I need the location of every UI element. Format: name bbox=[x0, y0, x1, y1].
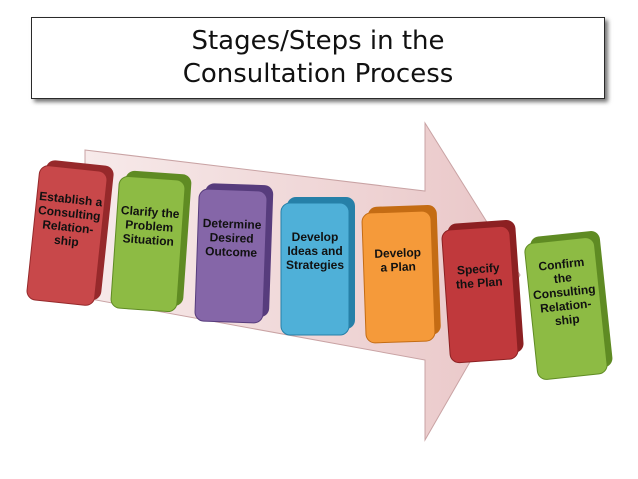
step-label-5: Developa Plan bbox=[374, 245, 422, 275]
step-label-2: Clarify theProblemSituation bbox=[119, 203, 181, 249]
step-label-line: the bbox=[553, 270, 573, 286]
title-line-2: Consultation Process bbox=[182, 59, 454, 89]
step-label-6: Specifythe Plan bbox=[454, 260, 503, 291]
step-label-line: a Plan bbox=[380, 259, 416, 274]
step-label-1: Establish aConsultingRelation-ship bbox=[34, 189, 103, 251]
step-label-line: Relation- bbox=[539, 296, 592, 315]
step-label-line: Develop bbox=[292, 230, 339, 244]
step-card-face bbox=[441, 225, 519, 364]
step-label-line: Outcome bbox=[205, 244, 258, 260]
step-label-line: Desired bbox=[209, 230, 253, 246]
step-label-line: Problem bbox=[125, 217, 174, 234]
step-label-7: ConfirmtheConsultingRelation-ship bbox=[529, 254, 599, 330]
step-label-line: ship bbox=[554, 312, 580, 329]
step-label-line: Clarify the bbox=[120, 203, 180, 221]
step-card-face bbox=[361, 210, 436, 344]
step-label-line: Specify bbox=[456, 261, 500, 278]
step-label-line: Establish a bbox=[39, 189, 104, 210]
step-label-3: DetermineDesiredOutcome bbox=[202, 216, 262, 260]
step-card-3: DetermineDesiredOutcome bbox=[194, 183, 274, 324]
step-card-face bbox=[524, 237, 608, 380]
title-box: Stages/Steps in the Consultation Process bbox=[31, 17, 605, 99]
step-label-line: Situation bbox=[122, 231, 174, 249]
step-card-7: ConfirmtheConsultingRelation-ship bbox=[524, 231, 613, 380]
title-line-1: Stages/Steps in the bbox=[191, 26, 445, 56]
step-card-1: Establish aConsultingRelation-ship bbox=[26, 160, 114, 306]
step-card-2: Clarify theProblemSituation bbox=[110, 170, 192, 313]
step-label-line: Strategies bbox=[286, 258, 344, 272]
step-label-line: ship bbox=[53, 233, 79, 250]
step-card-face bbox=[110, 175, 186, 313]
step-card-5: Developa Plan bbox=[361, 204, 441, 344]
step-label-line: Consulting bbox=[37, 203, 101, 223]
step-card-face bbox=[194, 188, 268, 324]
step-label-line: Ideas and bbox=[287, 244, 342, 258]
step-label-line: the Plan bbox=[455, 274, 503, 291]
step-card-face bbox=[280, 202, 350, 336]
step-label-line: Develop bbox=[374, 245, 421, 261]
step-label-line: Confirm bbox=[538, 255, 585, 274]
step-label-line: Relation- bbox=[42, 217, 95, 236]
steps-layer: Establish aConsultingRelation-shipClarif… bbox=[26, 160, 613, 380]
step-card-face bbox=[26, 165, 108, 306]
step-label-line: Determine bbox=[203, 216, 262, 232]
step-card-6: Specifythe Plan bbox=[441, 219, 524, 364]
step-label-line: Consulting bbox=[532, 282, 596, 302]
